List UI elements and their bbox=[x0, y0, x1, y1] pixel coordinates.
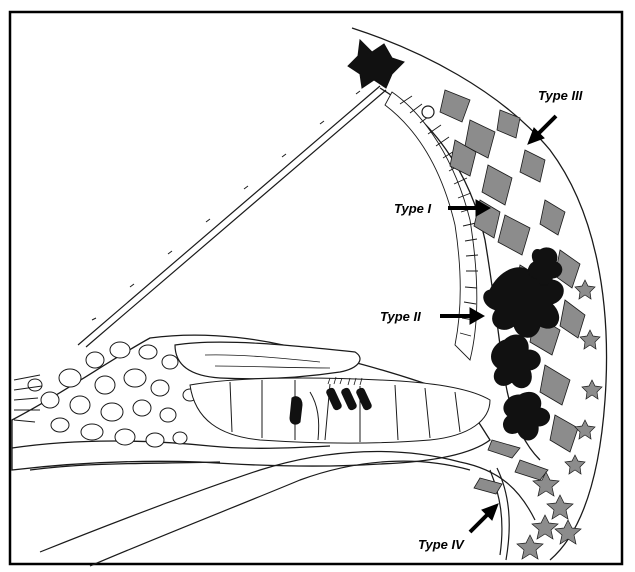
label-type-iii: Type III bbox=[538, 88, 583, 103]
label-type-ii: Type II bbox=[380, 309, 421, 324]
organ-of-corti bbox=[190, 378, 490, 443]
reissners-membrane bbox=[78, 86, 386, 347]
capillary bbox=[422, 106, 434, 118]
label-type-i: Type I bbox=[394, 201, 431, 216]
tectorial-membrane bbox=[175, 342, 360, 379]
label-type-iv: Type IV bbox=[418, 537, 465, 552]
type-iv-arrow bbox=[470, 504, 498, 532]
